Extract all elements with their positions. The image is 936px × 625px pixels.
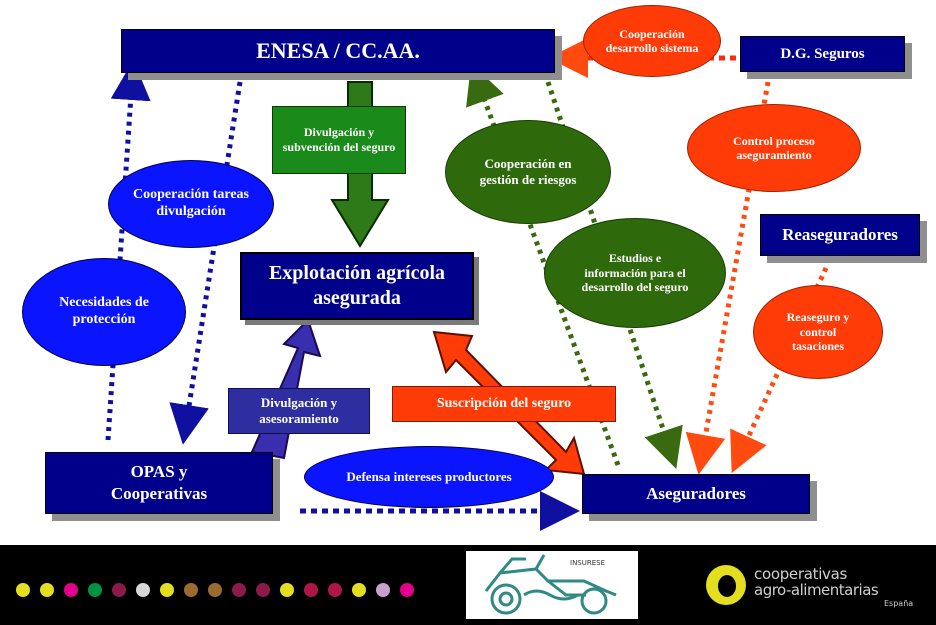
reaseguradores-label: Reaseguradores	[782, 225, 898, 244]
ellipse-cooperacion-divulgacion: Cooperación tareas divulgación	[108, 160, 274, 248]
ellipse-estudios: Estudios e información para el desarroll…	[544, 218, 726, 328]
arrow-enesa-to-opas	[169, 81, 243, 445]
ellipse-cooperacion-desarrollo: Cooperación desarrollo sistema	[583, 5, 721, 77]
opas-label-line2: Cooperativas	[110, 484, 208, 503]
coop-agro-logo: cooperativas agro-alimentarias España	[700, 561, 920, 611]
explotacion-box: Explotación agrícola asegurada	[240, 252, 474, 320]
ellipse-cooperacion-riesgos: Cooperación en gestión de riesgos	[445, 120, 611, 224]
necesidades-text: Necesidades de protección	[59, 295, 149, 327]
estudios-text: Estudios e información para el desarroll…	[581, 251, 689, 295]
color-dot	[352, 583, 366, 597]
cooperacion-divulgacion-text: Cooperación tareas divulgación	[133, 187, 249, 219]
ellipse-control: Control proceso aseguramiento	[687, 104, 861, 192]
color-dot	[280, 583, 294, 597]
suscripcion-label: Suscripción del seguro	[436, 396, 572, 411]
color-dot	[88, 583, 102, 597]
color-dot	[256, 583, 270, 597]
color-dot	[16, 583, 30, 597]
opas-box: OPAS y Cooperativas	[45, 452, 273, 514]
defensa-text: Defensa intereses productores	[346, 469, 512, 485]
cooperacion-desarrollo-text: Cooperación desarrollo sistema	[605, 26, 699, 55]
opas-label-line1: OPAS y	[130, 461, 188, 481]
tractor-icon	[484, 554, 617, 615]
insurese-logo: INSURESE	[466, 551, 638, 619]
color-dot	[136, 583, 150, 597]
divulgacion-asesoramiento-label: Divulgación y asesoramiento	[259, 394, 339, 426]
color-dot	[184, 583, 198, 597]
color-dot	[40, 583, 54, 597]
suscripcion-label-box: Suscripción del seguro	[392, 386, 616, 422]
aseguradores-label: Aseguradores	[646, 484, 746, 503]
coop-logo-icon	[706, 565, 746, 605]
color-dot	[400, 583, 414, 597]
coop-logo-line1: cooperativas	[754, 565, 848, 583]
divulgacion-subvencion-label-box: Divulgación y subvención del seguro	[272, 106, 406, 174]
control-text: Control proceso aseguramiento	[733, 133, 815, 162]
color-dot	[328, 583, 342, 597]
ellipse-reaseguro: Reaseguro y control tasaciones	[753, 285, 883, 379]
color-dot	[208, 583, 222, 597]
footer-bar: INSURESE cooperativas agro-alimentarias …	[0, 545, 936, 625]
enesa-label: ENESA / CC.AA.	[256, 38, 420, 63]
color-dot	[160, 583, 174, 597]
divulgacion-subvencion-label: Divulgación y subvención del seguro	[282, 125, 396, 154]
ellipse-necesidades: Necesidades de protección	[22, 258, 186, 366]
cooperacion-riesgos-text: Cooperación en gestión de riesgos	[479, 156, 577, 187]
color-dot	[64, 583, 78, 597]
color-dot	[112, 583, 126, 597]
reaseguro-text: Reaseguro y control tasaciones	[786, 310, 850, 354]
color-dot	[232, 583, 246, 597]
divulgacion-asesoramiento-label-box: Divulgación y asesoramiento	[228, 388, 370, 434]
enesa-box: ENESA / CC.AA.	[121, 29, 555, 73]
ellipse-defensa: Defensa intereses productores	[304, 446, 554, 508]
coop-logo-line3: España	[884, 599, 914, 608]
insurese-text: INSURESE	[570, 559, 606, 567]
coop-logo-line2: agro-alimentarias	[754, 581, 879, 599]
color-dot	[304, 583, 318, 597]
explotacion-label: Explotación agrícola asegurada	[268, 262, 446, 309]
aseguradores-box: Aseguradores	[582, 474, 810, 514]
color-dot	[376, 583, 390, 597]
reaseguradores-box: Reaseguradores	[760, 214, 920, 256]
dg-seguros-label: D.G. Seguros	[780, 45, 865, 62]
dg-seguros-box: D.G. Seguros	[740, 36, 905, 72]
